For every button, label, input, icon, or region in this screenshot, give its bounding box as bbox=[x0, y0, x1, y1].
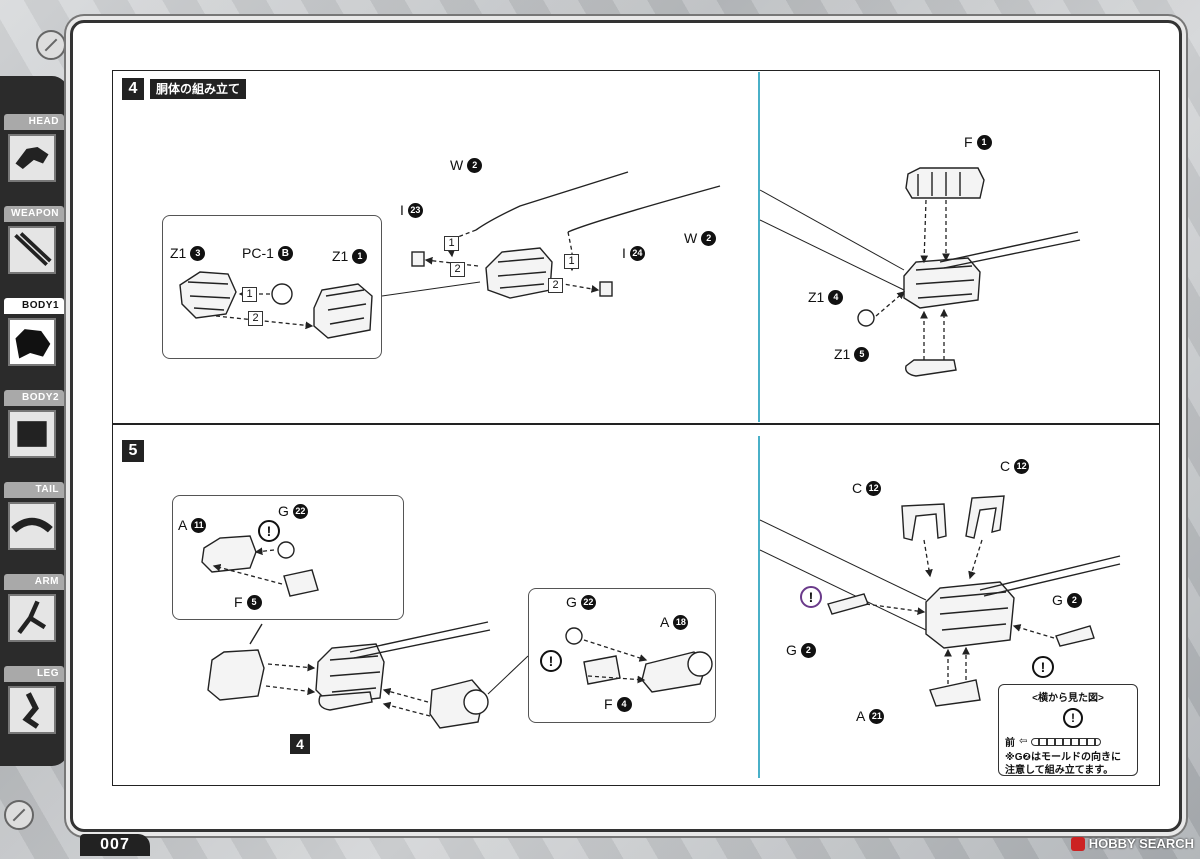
order-mark: 1 bbox=[564, 254, 579, 269]
step5-number: 5 bbox=[122, 440, 144, 462]
tab-weapon[interactable]: WEAPON bbox=[4, 206, 64, 274]
head-part-icon bbox=[8, 134, 56, 182]
hobby-search-logo-icon bbox=[1070, 836, 1085, 851]
tab-body1-label: BODY1 bbox=[4, 298, 64, 314]
step4-subassembly-callout bbox=[162, 215, 382, 359]
page-number: 007 bbox=[80, 834, 150, 856]
tab-body2-label: BODY2 bbox=[4, 390, 64, 406]
step-reference-badge: 4 bbox=[290, 734, 310, 754]
tab-leg-label: LEG bbox=[4, 666, 64, 682]
side-view-diagram: ! bbox=[1005, 706, 1131, 734]
weapon-part-icon bbox=[8, 226, 56, 274]
tab-tail[interactable]: TAIL bbox=[4, 482, 64, 550]
step4-title: 胴体の組み立て bbox=[150, 79, 247, 99]
chain-part-icon bbox=[1031, 737, 1102, 746]
leg-part-icon bbox=[8, 686, 56, 734]
order-mark: 1 bbox=[242, 287, 257, 302]
front-label: 前 bbox=[1005, 738, 1015, 749]
order-mark: 2 bbox=[450, 262, 465, 277]
caution-icon: ! bbox=[800, 586, 822, 608]
order-mark: 1 bbox=[444, 236, 459, 251]
tab-arm[interactable]: ARM bbox=[4, 574, 64, 642]
section-sidebar: HEAD WEAPON BODY1 BODY2 TAIL ARM LEG bbox=[0, 76, 68, 766]
caution-icon: ! bbox=[1032, 656, 1054, 678]
side-view-note: <横から見た図> ! 前 ⇦ ※G❷はモールドの向きに 注意して組み立てます。 bbox=[998, 684, 1138, 776]
watermark: HOBBY SEARCH bbox=[1070, 836, 1194, 851]
tail-part-icon bbox=[8, 502, 56, 550]
tab-body2[interactable]: BODY2 bbox=[4, 390, 64, 458]
note-line-1: ※G❷はモールドの向きに bbox=[1005, 752, 1121, 763]
order-mark: 2 bbox=[548, 278, 563, 293]
tab-leg[interactable]: LEG bbox=[4, 666, 64, 734]
step4-number: 4 bbox=[122, 78, 144, 100]
step4-divider bbox=[758, 72, 760, 422]
watermark-text: HOBBY SEARCH bbox=[1088, 836, 1194, 851]
tab-body1[interactable]: BODY1 bbox=[4, 298, 64, 366]
note-line-2: 注意して組み立てます。 bbox=[1005, 765, 1114, 776]
order-mark: 2 bbox=[248, 311, 263, 326]
caution-icon: ! bbox=[540, 650, 562, 672]
corner-bolt-icon bbox=[36, 30, 66, 60]
corner-bolt-icon bbox=[4, 800, 34, 830]
tab-arm-label: ARM bbox=[4, 574, 64, 590]
step5-divider bbox=[758, 436, 760, 778]
arrow-left-icon: ⇦ bbox=[1019, 736, 1028, 747]
caution-icon: ! bbox=[1063, 708, 1083, 728]
caution-icon: ! bbox=[258, 520, 280, 542]
body1-part-icon bbox=[8, 318, 56, 366]
arm-part-icon bbox=[8, 594, 56, 642]
tab-head-label: HEAD bbox=[4, 114, 64, 130]
tab-weapon-label: WEAPON bbox=[4, 206, 64, 222]
tab-tail-label: TAIL bbox=[4, 482, 64, 498]
body2-part-icon bbox=[8, 410, 56, 458]
tab-head[interactable]: HEAD bbox=[4, 114, 64, 182]
side-view-title: <横から見た図> bbox=[1032, 693, 1104, 704]
